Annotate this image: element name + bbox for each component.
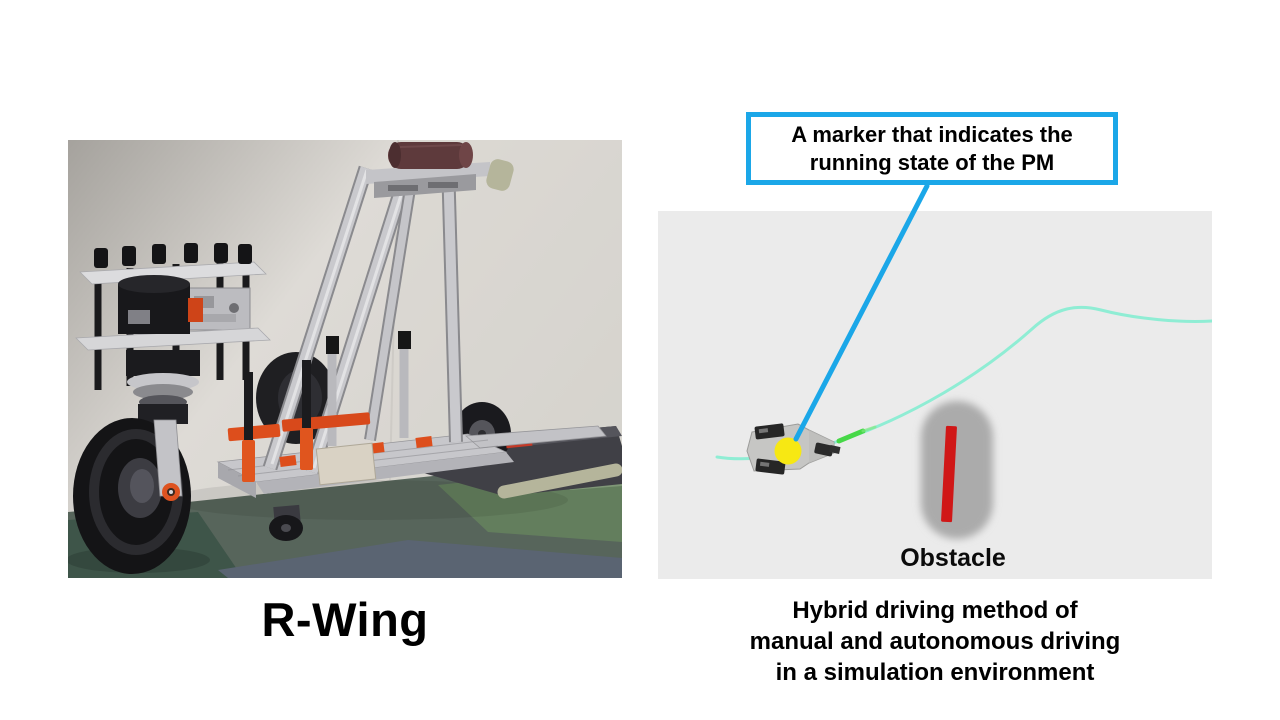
- photo-caption: R-Wing: [261, 593, 429, 646]
- running-state-marker: [774, 437, 802, 465]
- simulation-caption-line2: manual and autonomous driving: [749, 628, 1121, 655]
- pm-vehicle-icon: [746, 423, 877, 475]
- simulation-view: Obstacle: [658, 211, 1212, 579]
- callout-box: A marker that indicates the running stat…: [746, 112, 1118, 185]
- obstacle-label: Obstacle: [900, 544, 1006, 572]
- front-module: [75, 243, 271, 424]
- callout-text-line2: running state of the PM: [809, 149, 1055, 175]
- front-wheel-assembly: [73, 418, 191, 574]
- simulation-caption: Hybrid driving method of manual and auto…: [658, 595, 1212, 688]
- simulation-caption-line1: Hybrid driving method of: [792, 597, 1078, 624]
- heading-marker: [836, 428, 866, 444]
- robot: [73, 142, 622, 574]
- obstacle-red-bar: [941, 425, 957, 523]
- caster-wheel: [269, 504, 303, 541]
- simulation-caption-line3: in a simulation environment: [775, 659, 1095, 686]
- r-wing-photo-illustration: [68, 140, 622, 578]
- obstacle-shape: [921, 401, 993, 539]
- callout-text-line1: A marker that indicates the: [791, 121, 1073, 147]
- simulation-scene: [715, 305, 1212, 539]
- orange-fittings: [227, 360, 433, 486]
- r-wing-photo: [68, 140, 622, 578]
- top-roller: [366, 142, 514, 198]
- vehicle-wheel-blocks: [754, 423, 841, 475]
